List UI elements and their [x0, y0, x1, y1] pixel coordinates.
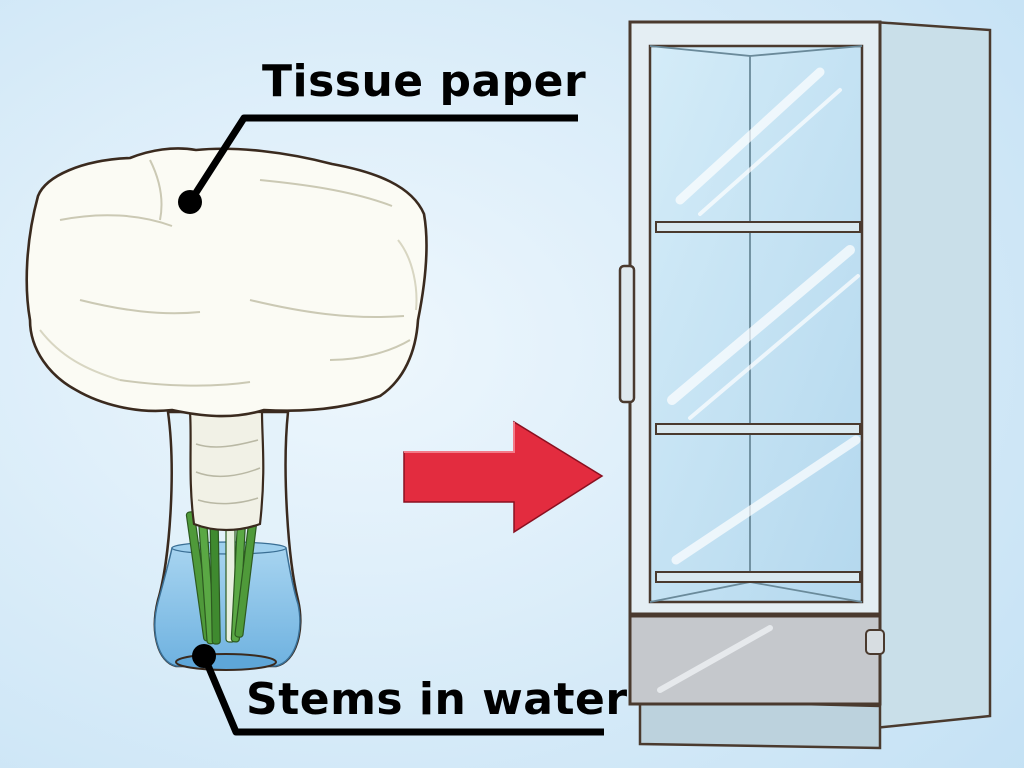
stems-in-water-label: Stems in water [246, 674, 628, 725]
tissue-paper-label: Tissue paper [262, 56, 587, 107]
glass-door-refrigerator [618, 20, 992, 750]
tissue-paper-bundle [25, 147, 428, 418]
fridge-base [638, 698, 882, 750]
tissue-neck-wrap [188, 410, 265, 532]
vase-bottom [175, 653, 277, 671]
fridge-bottom-panel [628, 614, 882, 706]
glass-reflections [667, 67, 861, 565]
stems-callout [192, 644, 604, 736]
fridge-handle [618, 264, 636, 404]
fridge-shelves [655, 221, 861, 583]
tissue-paper-callout [178, 114, 578, 214]
